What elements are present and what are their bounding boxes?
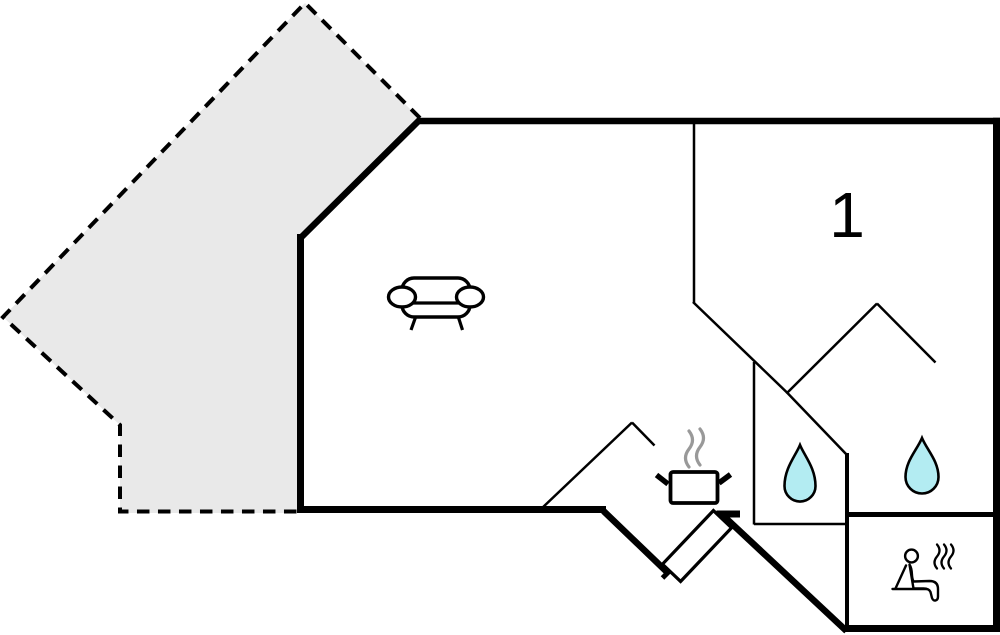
steam-line [940,543,948,570]
sofa-armrest [454,285,486,309]
partition-line [786,302,878,394]
person-arm [894,564,908,590]
steam-line [694,427,706,467]
water-drop-icon [904,434,940,495]
terrace-area [3,3,418,513]
walls [297,117,1000,634]
door-leaf [660,508,734,584]
bedroom-room-number: 1 [829,179,865,251]
wall-segment [720,512,849,634]
steam-line [947,543,955,570]
steam-icon [683,427,706,469]
steam-icon [933,543,955,570]
person-head [903,548,920,564]
water-drop-icon [783,441,817,503]
partition-line [785,391,848,456]
person-body [908,563,940,602]
steam-line [933,543,941,570]
pot-body [668,470,720,505]
sofa-icon [386,276,486,331]
wall-segment [601,508,671,576]
wall-segment [298,117,423,241]
sauna-person-icon [891,543,955,602]
partition-line [540,421,633,510]
pot-handle [654,472,670,487]
partition-line [876,302,937,364]
partition-line [692,301,789,394]
cooking-pot-icon [654,427,733,505]
terrace-dashed-boundary [0,0,422,514]
sofa-armrest [386,285,418,309]
pot-handle [717,472,733,486]
steam-line [683,429,695,469]
partition-line [631,421,656,447]
